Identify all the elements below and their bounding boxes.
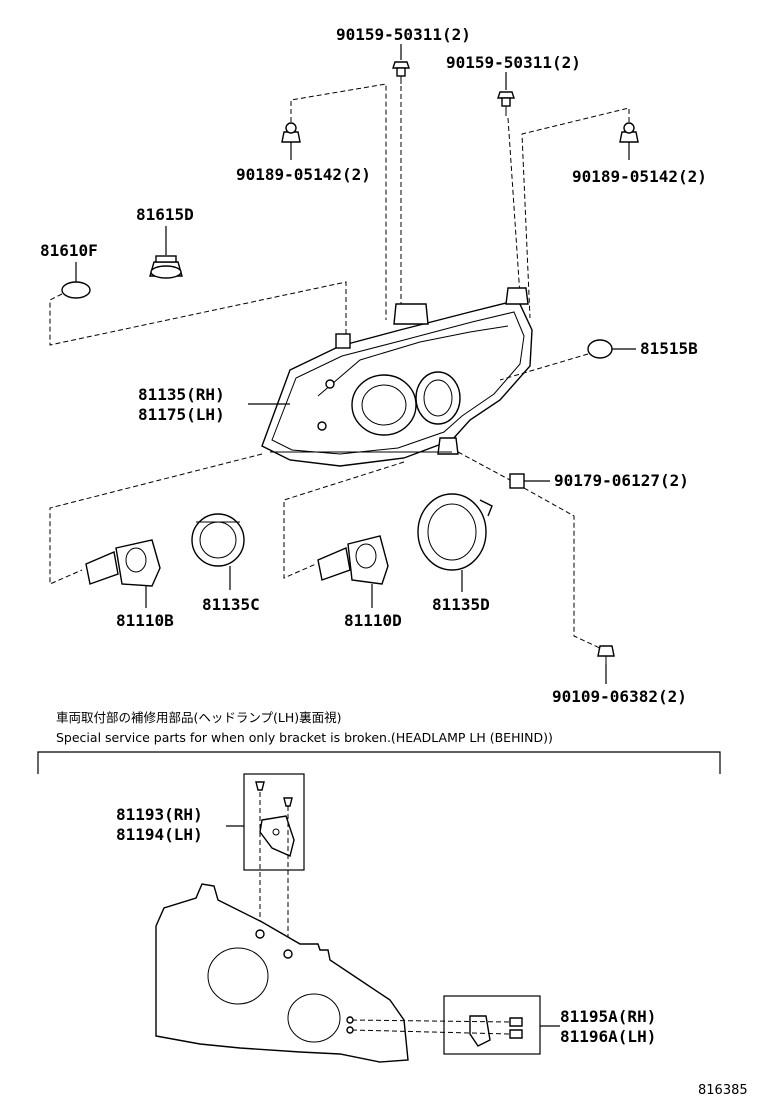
label-90109: 90109-06382(2): [552, 687, 687, 706]
label-81135c: 81135C: [202, 595, 260, 614]
ring-icon: [191, 513, 245, 567]
label-81196a-lh: 81196A(LH): [560, 1027, 656, 1046]
screw-icon: [597, 645, 615, 664]
bulb-icon: [85, 539, 161, 587]
headlamp-assembly: [261, 287, 533, 467]
label-81110d: 81110D: [344, 611, 402, 630]
ring-icon: [417, 493, 493, 571]
bolt-icon: [497, 91, 515, 116]
label-90189-right: 90189-05142(2): [572, 167, 707, 186]
clip-icon: [281, 122, 301, 143]
label-81194-lh: 81194(LH): [116, 825, 203, 844]
label-81615d: 81615D: [136, 205, 194, 224]
bulb-icon: [61, 281, 91, 299]
label-81515b: 81515B: [640, 339, 698, 358]
label-81175-lh: 81175(LH): [138, 405, 225, 424]
bracket-icon: [469, 1015, 523, 1047]
diagram-code: 816385: [698, 1083, 748, 1098]
bracket-kit-box: [443, 995, 541, 1055]
label-81110b: 81110B: [116, 611, 174, 630]
note-english: Special service parts for when only brac…: [56, 730, 553, 745]
label-90189-left: 90189-05142(2): [236, 165, 371, 184]
label-81193-rh: 81193(RH): [116, 805, 203, 824]
label-81195a-rh: 81195A(RH): [560, 1007, 656, 1026]
label-81135d: 81135D: [432, 595, 490, 614]
bulb-icon: [587, 339, 613, 359]
headlamp-rear-view: [155, 883, 409, 1063]
clip-icon: [619, 122, 639, 143]
bracket-kit-box: [243, 773, 305, 871]
label-81610f: 81610F: [40, 241, 98, 260]
label-81135-rh: 81135(RH): [138, 385, 225, 404]
socket-icon: [149, 255, 183, 279]
nut-icon: [509, 473, 525, 489]
label-90159-right: 90159-50311(2): [446, 53, 581, 72]
bulb-icon: [317, 535, 389, 585]
label-90159-top: 90159-50311(2): [336, 25, 471, 44]
label-90179: 90179-06127(2): [554, 471, 689, 490]
note-japanese: 車両取付部の補修用部品(ヘッドランプ(LH)裏面視): [56, 710, 342, 725]
bolt-icon: [392, 61, 410, 84]
